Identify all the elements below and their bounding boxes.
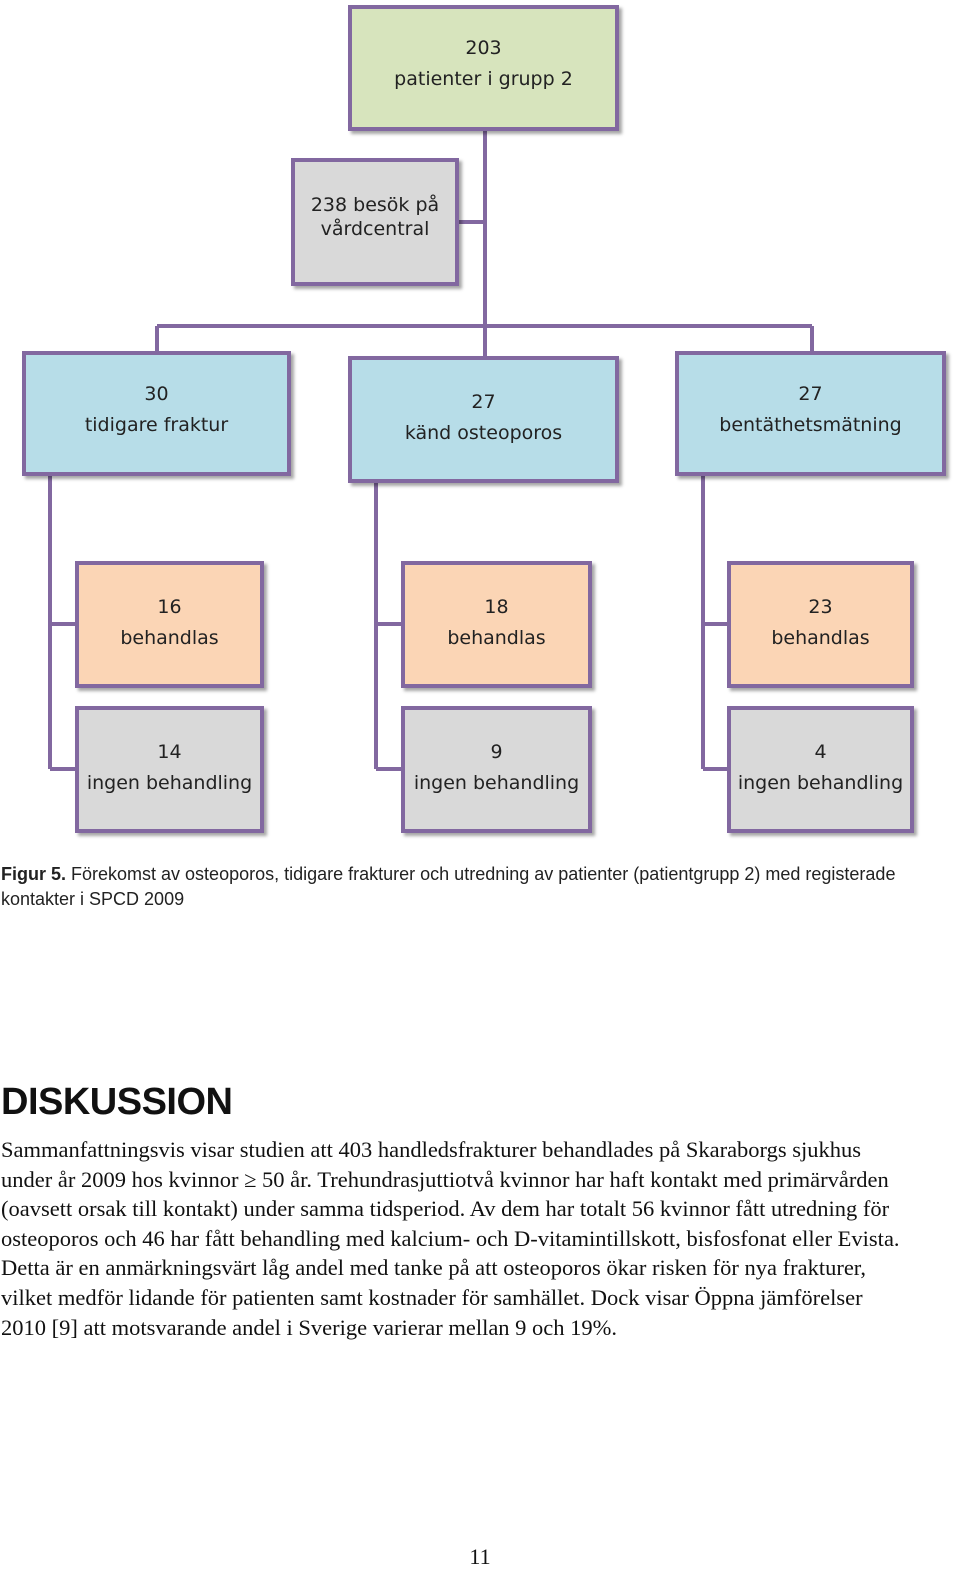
treated-count: 18: [484, 595, 509, 618]
untreated-count: 14: [157, 740, 182, 763]
figure-caption-label: Figur 5.: [1, 864, 67, 884]
body-paragraph: Sammanfattningsvis visar studien att 403…: [1, 1137, 900, 1340]
untreated-box-left: 14 ingen behandling: [75, 706, 264, 833]
branch-box-known-osteoporosis: 27 känd osteoporos: [348, 356, 619, 483]
branch-label: bentäthetsmätning: [719, 413, 902, 436]
untreated-count: 4: [814, 740, 827, 763]
page-number: 11: [469, 1544, 491, 1569]
visits-line1: 238 besök på: [310, 194, 440, 216]
root-box: 203 patienter i grupp 2: [348, 5, 619, 131]
treated-label: behandlas: [771, 626, 870, 649]
treated-box-right: 23 behandlas: [727, 561, 914, 688]
section-heading: DISKUSSION: [1, 1081, 233, 1123]
untreated-label: ingen behandling: [86, 771, 253, 794]
figure-caption: Figur 5. Förekomst av osteoporos, tidiga…: [1, 862, 956, 912]
visits-line2: vårdcentral: [320, 218, 430, 240]
treated-box-left: 16 behandlas: [75, 561, 264, 688]
connector-lines: [48, 130, 814, 771]
branch-box-previous-fracture: 30 tidigare fraktur: [22, 351, 291, 476]
untreated-label: ingen behandling: [413, 771, 580, 794]
figure-caption-text: Förekomst av osteoporos, tidigare fraktu…: [1, 864, 896, 909]
treated-label: behandlas: [447, 626, 546, 649]
treated-count: 23: [808, 595, 833, 618]
untreated-count: 9: [490, 740, 503, 763]
untreated-box-middle: 9 ingen behandling: [401, 706, 592, 833]
treated-box-middle: 18 behandlas: [401, 561, 592, 688]
visits-box: 238 besök på vårdcentral: [291, 158, 459, 286]
root-label: patienter i grupp 2: [394, 68, 573, 90]
branch-count: 27: [471, 390, 496, 413]
branch-box-bone-density: 27 bentäthetsmätning: [675, 351, 946, 476]
root-count: 203: [465, 37, 502, 59]
branch-count: 30: [144, 382, 169, 405]
treated-count: 16: [157, 595, 182, 618]
branch-label: känd osteoporos: [404, 421, 563, 444]
untreated-box-right: 4 ingen behandling: [727, 706, 914, 833]
section-body: Sammanfattningsvis visar studien att 403…: [1, 1135, 901, 1342]
branch-label: tidigare fraktur: [84, 413, 229, 436]
untreated-label: ingen behandling: [737, 771, 904, 794]
flowchart-connectors: [48, 130, 814, 771]
branch-count: 27: [798, 382, 823, 405]
treated-label: behandlas: [120, 626, 219, 649]
